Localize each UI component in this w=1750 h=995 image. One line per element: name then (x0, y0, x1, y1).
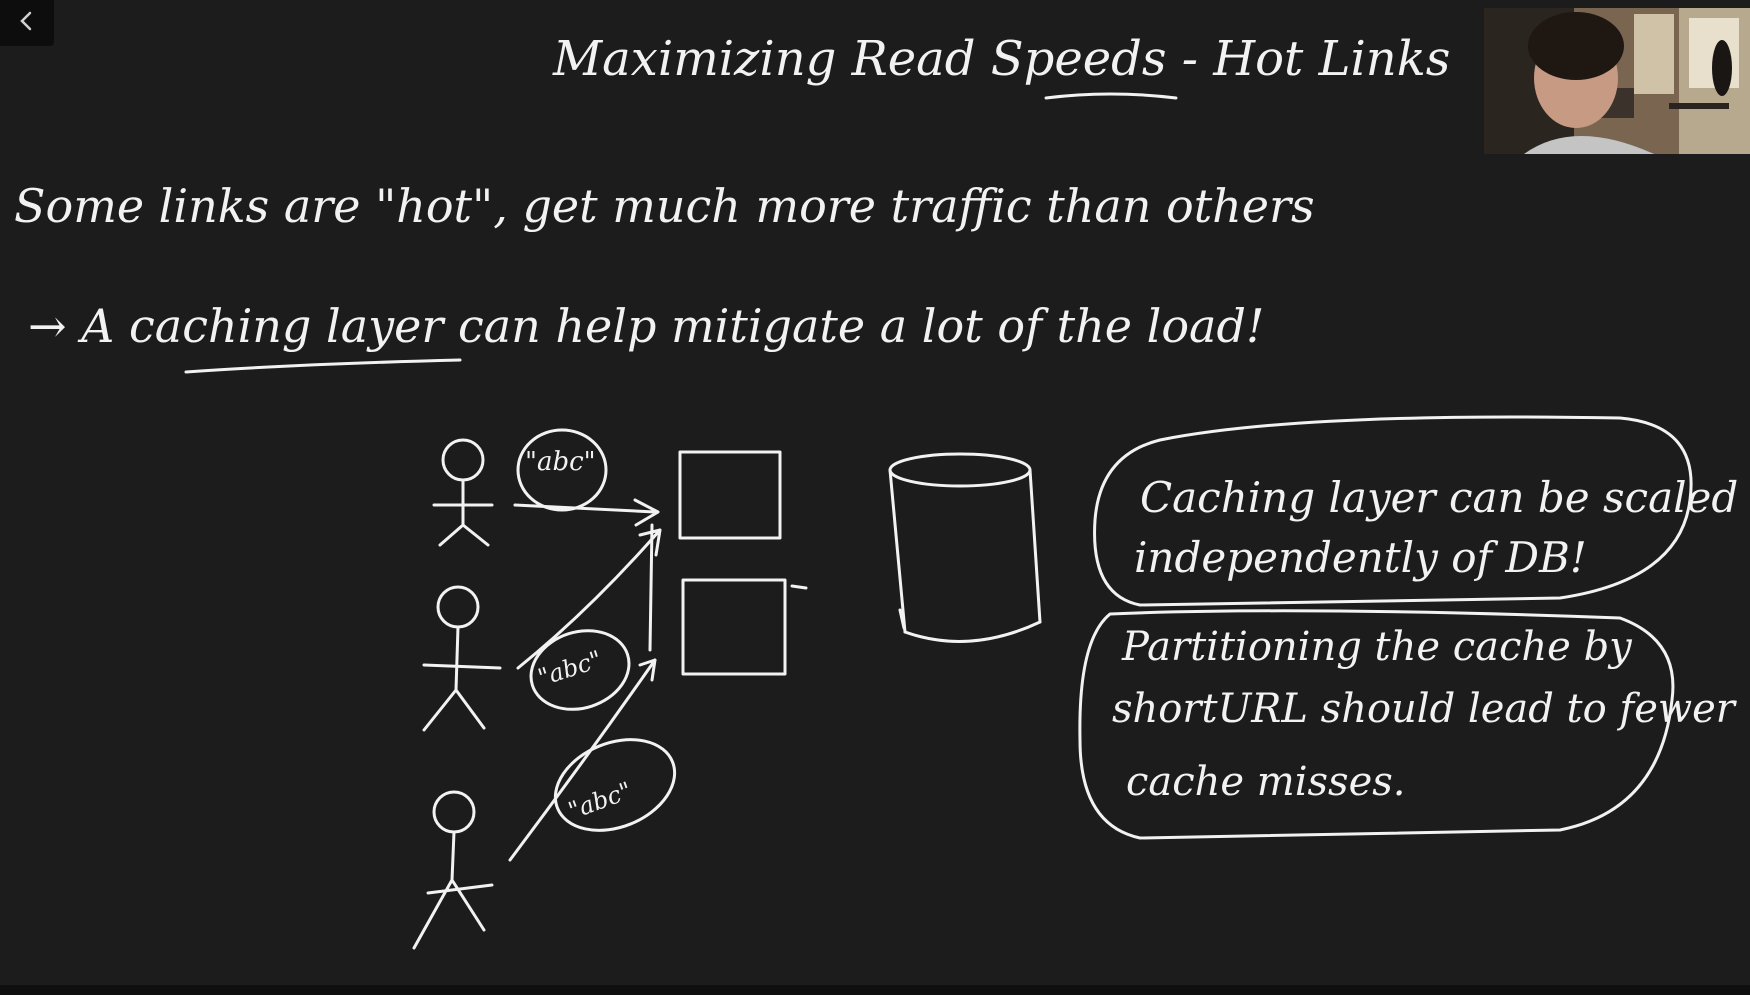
chevron-left-icon (20, 11, 32, 31)
presenter-video (1484, 8, 1750, 154)
bottom-bar (0, 985, 1750, 995)
note-1-line-2: independently of DB! (1134, 533, 1587, 582)
request-label-3: "abc" (565, 776, 636, 825)
request-label-1-circle (516, 428, 608, 512)
webcam-video-feed[interactable] (1484, 8, 1750, 154)
request-label-2: "abc" (535, 645, 606, 692)
user-figure-2 (422, 585, 502, 732)
note-2-line-1: Partitioning the cache by (1121, 624, 1633, 670)
underlined-phrase: caching layer (129, 299, 446, 353)
cache-server-2 (681, 578, 787, 676)
board-line-2: → A caching layer can help mitigate a lo… (28, 299, 1264, 353)
board-title-emphasis: Hot Links (1212, 31, 1450, 87)
request-label-1: "abc" (525, 447, 596, 477)
note-bubble-1 (1093, 415, 1693, 607)
back-button[interactable] (0, 0, 54, 46)
user-figure-3 (412, 790, 494, 950)
arrow-glyph: → (28, 299, 67, 353)
board-line-1: Some links are "hot", get much more traf… (14, 179, 1315, 233)
note-bubble-2 (1078, 609, 1675, 840)
cache-tick-mark (790, 584, 808, 590)
request-arrows (508, 498, 662, 862)
database-icon (888, 452, 1042, 643)
user-figure-1 (432, 438, 494, 547)
title-underline (1044, 92, 1178, 100)
board-title: Maximizing Read Speeds - Hot Links (552, 31, 1450, 87)
note-1-line-1: Caching layer can be scaled (1140, 473, 1738, 522)
caching-layer-underline (184, 358, 462, 374)
request-label-3-circle (553, 738, 677, 832)
note-2-line-2: shortURL should lead to fewer (1112, 686, 1738, 732)
note-2-line-3: cache misses. (1126, 759, 1406, 805)
request-label-2-circle (529, 629, 631, 711)
cache-server-1 (678, 450, 782, 540)
